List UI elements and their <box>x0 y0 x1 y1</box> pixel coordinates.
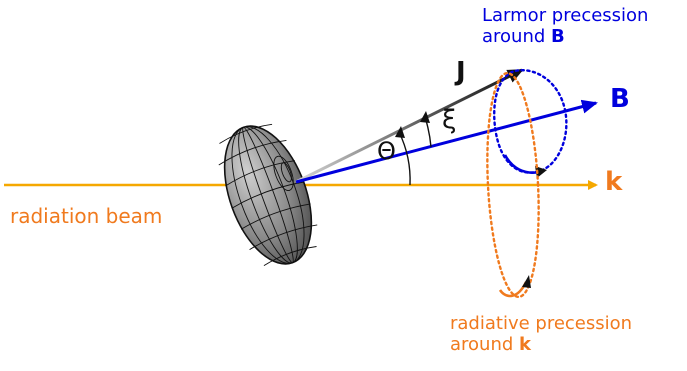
theta-angle-arc <box>398 131 411 186</box>
radiative-label-prefix: around <box>450 333 520 355</box>
b-vector-line <box>295 99 598 184</box>
larmor-precession-arrowhead <box>535 166 547 178</box>
radiative-precession-ellipse <box>486 71 540 299</box>
radiation-beam-label: radiation beam <box>10 204 163 228</box>
radiative-label-symbol: k <box>519 333 531 355</box>
xi-arc-arrowhead <box>420 111 430 123</box>
k-vector-label: k <box>605 167 623 197</box>
larmor-precession-solid-segment <box>503 154 541 174</box>
j-vector-label: J <box>456 57 466 87</box>
larmor-label-line1: Larmor precession <box>482 5 649 26</box>
theta-angle-label: Θ <box>377 137 396 165</box>
radiative-precession-label: radiative precession around k <box>450 313 633 356</box>
b-vector-label: B <box>610 84 630 114</box>
radiative-label-line1: radiative precession <box>450 313 633 334</box>
j-vector-line <box>295 68 524 184</box>
larmor-label-line2: around B <box>482 25 648 48</box>
radiative-precession-arrowhead <box>522 275 531 288</box>
larmor-precession-ellipse <box>493 69 568 174</box>
larmor-label-prefix: around <box>482 25 552 47</box>
radiative-label-line2: around k <box>450 333 632 356</box>
larmor-precession-label: Larmor precession around B <box>482 5 649 48</box>
ellipsoid-disk <box>218 123 318 267</box>
larmor-label-symbol: B <box>551 25 565 47</box>
xi-angle-label: ξ <box>442 105 457 135</box>
theta-arc-arrowhead <box>395 126 405 138</box>
